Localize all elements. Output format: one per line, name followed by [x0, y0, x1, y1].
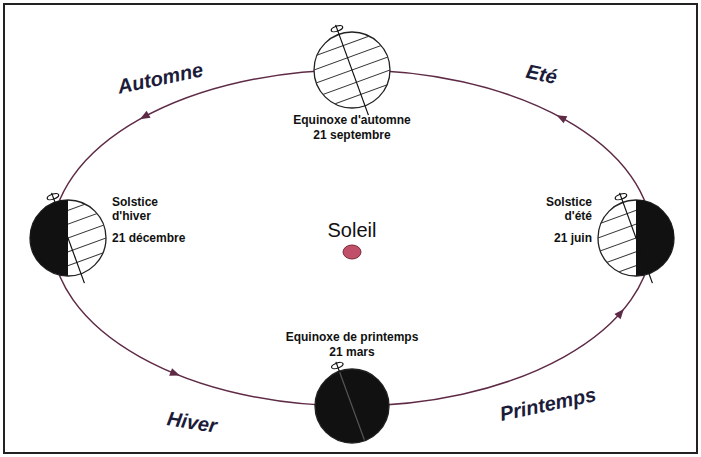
orbit-arrows [140, 111, 624, 376]
earth-globe [296, 23, 408, 117]
orbit-arrowhead [169, 368, 180, 375]
season-label: Automne [115, 58, 205, 99]
date-label: 21 juin [554, 232, 592, 246]
earth-globe [580, 191, 692, 285]
orbit [52, 70, 652, 406]
date-label: 21 décembre [112, 232, 185, 246]
season-label: Printemps [498, 383, 598, 426]
earth-globe [12, 191, 124, 285]
date-label: 21 septembre [313, 129, 390, 143]
orbit-arrowhead [614, 309, 623, 319]
date-event: Solstice d'hiver [112, 196, 178, 224]
orbit-arrowhead [140, 111, 151, 119]
earth-globe [315, 360, 389, 443]
date-label: 21 mars [329, 346, 374, 360]
season-label: Hiver [165, 407, 218, 438]
orbit-arrowhead [557, 115, 568, 123]
sun-label: Soleil [328, 219, 377, 242]
frame [4, 4, 697, 453]
date-event: Equinoxe d'automne [293, 114, 411, 128]
date-event: Equinoxe de printemps [286, 331, 419, 345]
sun-dot [343, 245, 361, 259]
season-label: Eté [524, 60, 559, 89]
date-event: Solstice d'été [534, 196, 592, 224]
